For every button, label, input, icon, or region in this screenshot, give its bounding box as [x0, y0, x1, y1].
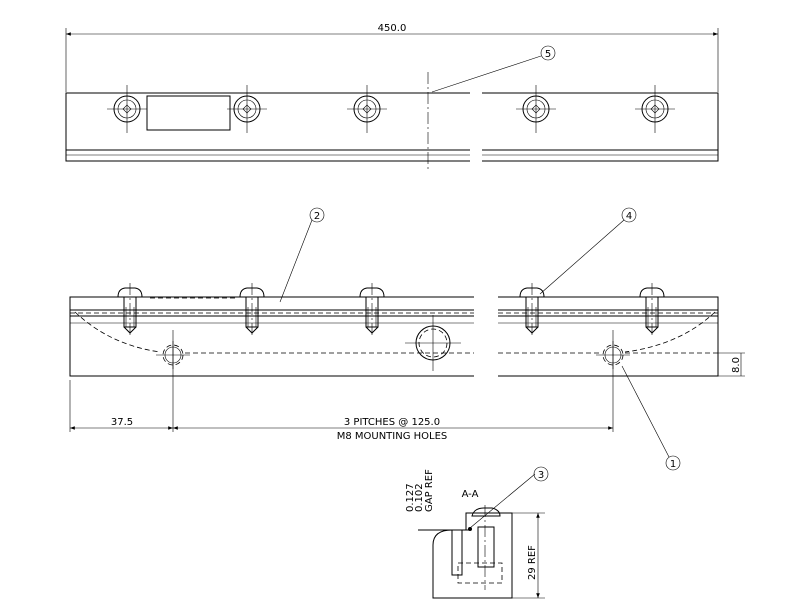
- gap-ref-label: GAP REF: [424, 469, 435, 512]
- hole-note: M8 MOUNTING HOLES: [337, 431, 448, 442]
- balloon-1: [665, 455, 681, 471]
- balloon-3-label: 3: [538, 470, 544, 481]
- height-ref-label: 29 REF: [527, 545, 538, 580]
- slot-cutout: [146, 95, 231, 131]
- balloon-4-label: 4: [626, 211, 632, 222]
- large-hole-icon: [405, 315, 461, 371]
- mounting-screw-icon: [515, 84, 557, 134]
- balloon-2-label: 2: [314, 211, 320, 222]
- height-dim-label: 8.0: [731, 357, 742, 373]
- mounting-screw-icon: [634, 84, 676, 134]
- section-body: [432, 512, 513, 599]
- mounting-screw-icon: [106, 84, 148, 134]
- gap-upper-tol: 0.127: [405, 483, 416, 512]
- gap-lower-tol: 0.102: [414, 483, 425, 512]
- overall-length-label: 450.0: [378, 23, 407, 34]
- balloon-4: [621, 207, 637, 223]
- section-label: A-A: [462, 489, 479, 500]
- balloon-5-label: 5: [545, 49, 551, 60]
- balloon-2: [309, 207, 325, 223]
- mounting-screw-icon: [226, 84, 268, 134]
- end-offset-label: 37.5: [111, 417, 133, 428]
- mounting-screw-icon: [346, 84, 388, 134]
- balloon-3: [533, 466, 549, 482]
- section-a-a: A-A 3 0.127 0.102 GAP REF 29 REF: [405, 466, 549, 599]
- front-view: 2 4 1 37.5 3 PITCHES @ 125.0 M8 MOUNTING…: [69, 207, 745, 471]
- top-view: 450.0 5: [65, 23, 719, 172]
- pitch-note: 3 PITCHES @ 125.0: [344, 417, 440, 428]
- balloon-5: [540, 45, 556, 61]
- balloon-1-label: 1: [670, 459, 676, 470]
